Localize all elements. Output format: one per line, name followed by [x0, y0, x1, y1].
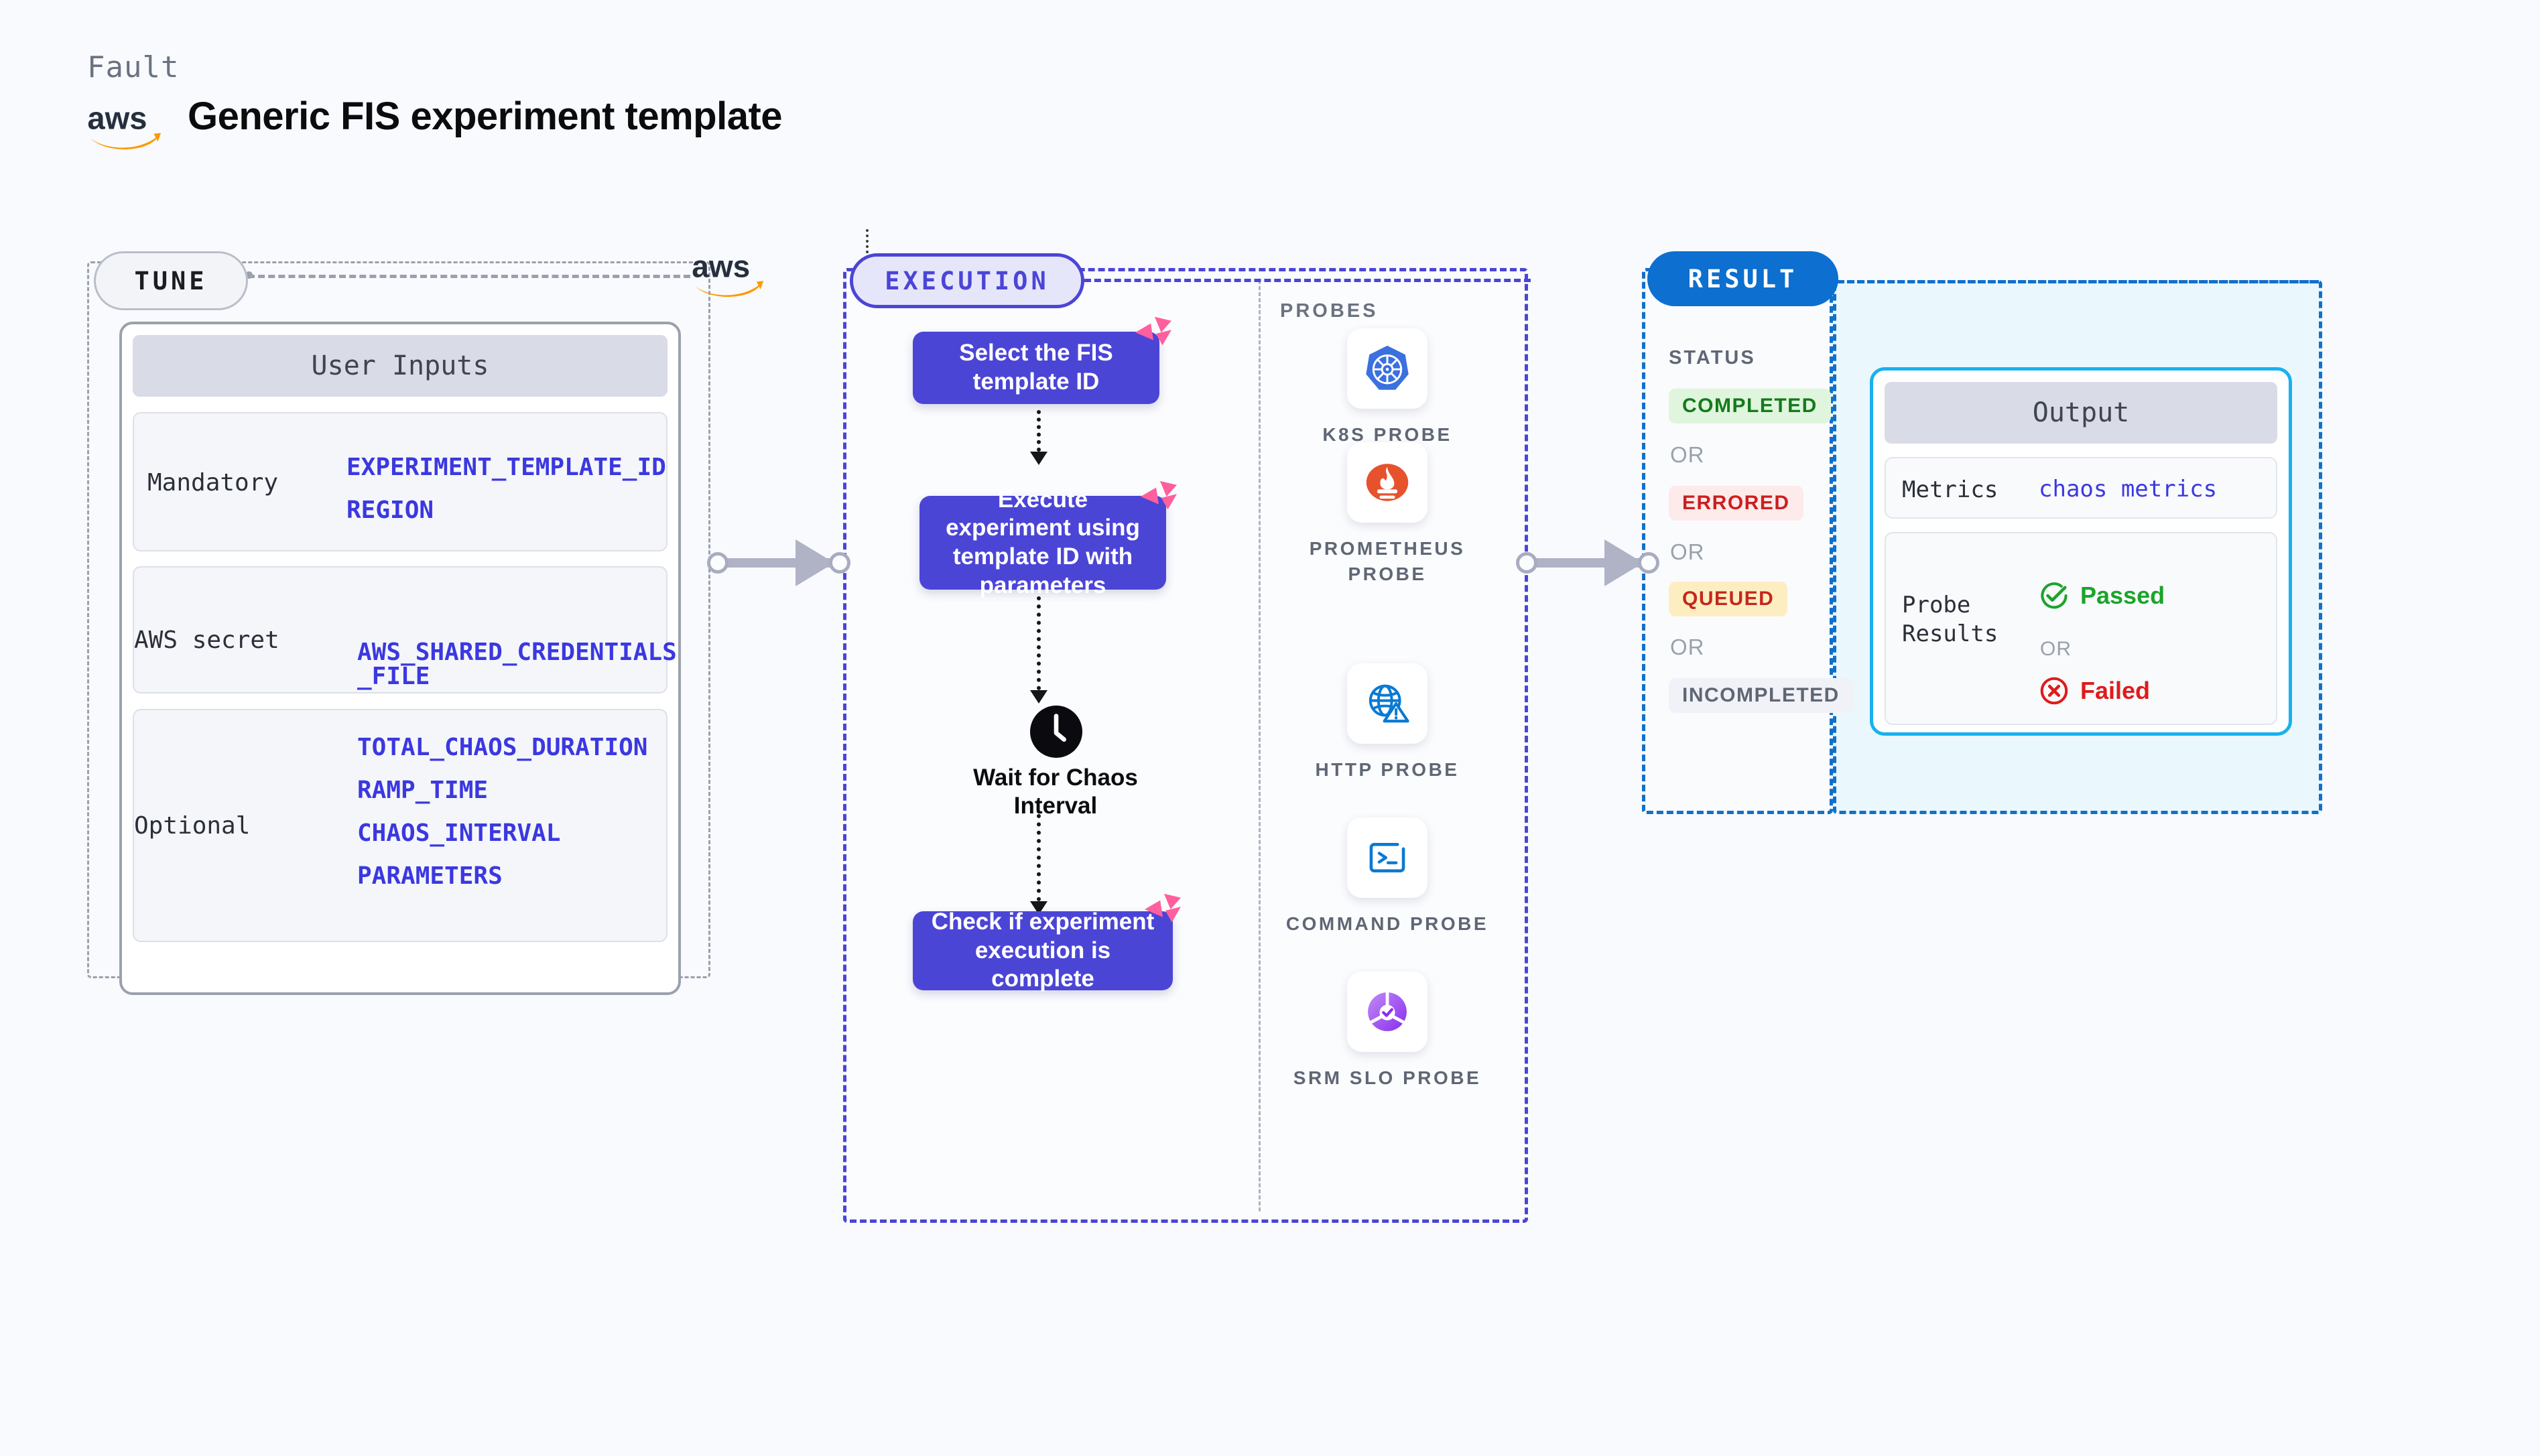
or-label: OR [2040, 638, 2072, 660]
probe-tile [1347, 663, 1427, 744]
probe-label: COMMAND PROBE [1285, 913, 1489, 934]
tune-value: EXPERIMENT_TEMPLATE_ID [346, 454, 666, 481]
execution-dash-line [1084, 279, 1531, 282]
tune-badge[interactable]: TUNE [94, 251, 248, 310]
status-badge-incompleted: INCOMPLETED [1669, 678, 1853, 713]
user-inputs-title: User Inputs [133, 335, 668, 397]
or-label: OR [1670, 635, 1705, 659]
probe-label: PROMETHEUS PROBE [1309, 538, 1466, 584]
prometheus-icon [1366, 464, 1409, 501]
execution-section [843, 268, 1528, 1223]
status-label: STATUS [1669, 347, 1756, 369]
or-label: OR [1670, 539, 1705, 564]
flow-arrow [1030, 814, 1047, 915]
tune-row-aws-secret [133, 566, 668, 693]
srm-slo-icon [1368, 991, 1407, 1031]
tune-value: CHAOS_INTERVAL [357, 819, 561, 847]
globe-warning-icon [1369, 684, 1409, 723]
tune-value: REGION [346, 497, 434, 524]
terminal-icon [1369, 843, 1405, 872]
kubernetes-icon [1366, 345, 1409, 390]
tune-dash-line [248, 275, 690, 278]
eyebrow-label: Fault [87, 50, 180, 84]
harness-logo-mark-icon [1141, 480, 1177, 510]
tune-row-values: EXPERIMENT_TEMPLATE_ID REGION [346, 456, 666, 523]
probe-item-k8s[interactable]: K8S PROBE [1283, 328, 1491, 448]
connector-tune-to-execution [707, 533, 851, 593]
or-label: OR [1670, 442, 1705, 467]
probe-tile [1347, 442, 1427, 523]
tune-row-mandatory [133, 412, 668, 551]
passed-label: Passed [2080, 582, 2165, 609]
flow-step-execute-experiment[interactable]: Execute experiment using template ID wit… [919, 486, 1166, 598]
flow-step-select-template[interactable]: Select the FIS template ID [913, 332, 1159, 404]
probe-tile [1347, 972, 1427, 1052]
probe-label: HTTP PROBE [1315, 759, 1460, 780]
tune-value: RAMP_TIME [357, 777, 489, 804]
harness-logo-mark-icon [1145, 893, 1181, 923]
probes-title: PROBES [1280, 300, 1379, 322]
page-title: Generic FIS experiment template [188, 94, 783, 138]
svg-text:aws: aws [692, 249, 750, 283]
aws-logo-icon: aws [692, 249, 764, 297]
probe-label: SRM SLO PROBE [1293, 1067, 1482, 1088]
probe-verdict-passed: Passed [2039, 580, 2165, 611]
metrics-label: Metrics [1902, 476, 1998, 503]
connector-execution-to-result [1516, 533, 1660, 593]
tune-row-label: AWS secret [134, 626, 279, 654]
result-dash-line [1838, 280, 2319, 283]
clock-icon [1030, 706, 1082, 758]
svg-text:aws: aws [87, 101, 147, 137]
output-title: Output [1885, 382, 2277, 444]
tune-row-label: Mandatory [147, 469, 279, 497]
probe-item-command[interactable]: COMMAND PROBE [1283, 817, 1491, 937]
failed-label: Failed [2080, 677, 2151, 704]
probe-item-prometheus[interactable]: PROMETHEUS PROBE [1283, 442, 1491, 587]
execution-badge[interactable]: EXECUTION [850, 253, 1084, 308]
probe-item-http[interactable]: HTTP PROBE [1283, 663, 1491, 783]
probe-tile [1347, 328, 1427, 409]
flow-step-check-complete[interactable]: Check if experiment execution is complet… [913, 909, 1173, 992]
tune-value: AWS_SHARED_CREDENTIALS _FILE [357, 639, 677, 690]
probe-label: K8S PROBE [1322, 424, 1452, 445]
status-badge-errored: ERRORED [1669, 486, 1803, 521]
aws-logo-icon: aws [87, 101, 162, 149]
status-badge-queued: QUEUED [1669, 582, 1788, 616]
probe-results-label: Probe Results [1902, 592, 1998, 647]
tune-row-optional [133, 709, 668, 942]
probe-item-srm-slo[interactable]: SRM SLO PROBE [1283, 972, 1491, 1091]
flow-arrow [1030, 596, 1047, 704]
flow-arrow [1030, 410, 1047, 465]
tune-row-values: TOTAL_CHAOS_DURATION RAMP_TIME CHAOS_INT… [357, 736, 647, 888]
probe-verdict-failed: Failed [2039, 675, 2150, 706]
wait-step-label: Wait for Chaos Interval [973, 765, 1138, 819]
tune-row-label: Optional [134, 812, 251, 840]
tune-row-values: AWS_SHARED_CREDENTIALS _FILE [357, 616, 677, 713]
result-badge[interactable]: RESULT [1647, 251, 1838, 306]
execution-probes-divider [1259, 280, 1261, 1211]
tune-value: TOTAL_CHAOS_DURATION [357, 734, 648, 761]
output-metrics-row [1885, 457, 2277, 519]
check-circle-icon [2041, 582, 2068, 609]
status-badge-completed: COMPLETED [1669, 389, 1831, 423]
metrics-value[interactable]: chaos metrics [2039, 476, 2218, 503]
execution-badge-tick [866, 229, 869, 253]
probe-tile [1347, 817, 1427, 898]
result-status-section [1642, 268, 1833, 814]
tune-value: PARAMETERS [357, 862, 503, 890]
x-circle-icon [2040, 677, 2068, 705]
harness-logo-mark-icon [1135, 316, 1171, 346]
output-probe-results-row [1885, 532, 2277, 725]
